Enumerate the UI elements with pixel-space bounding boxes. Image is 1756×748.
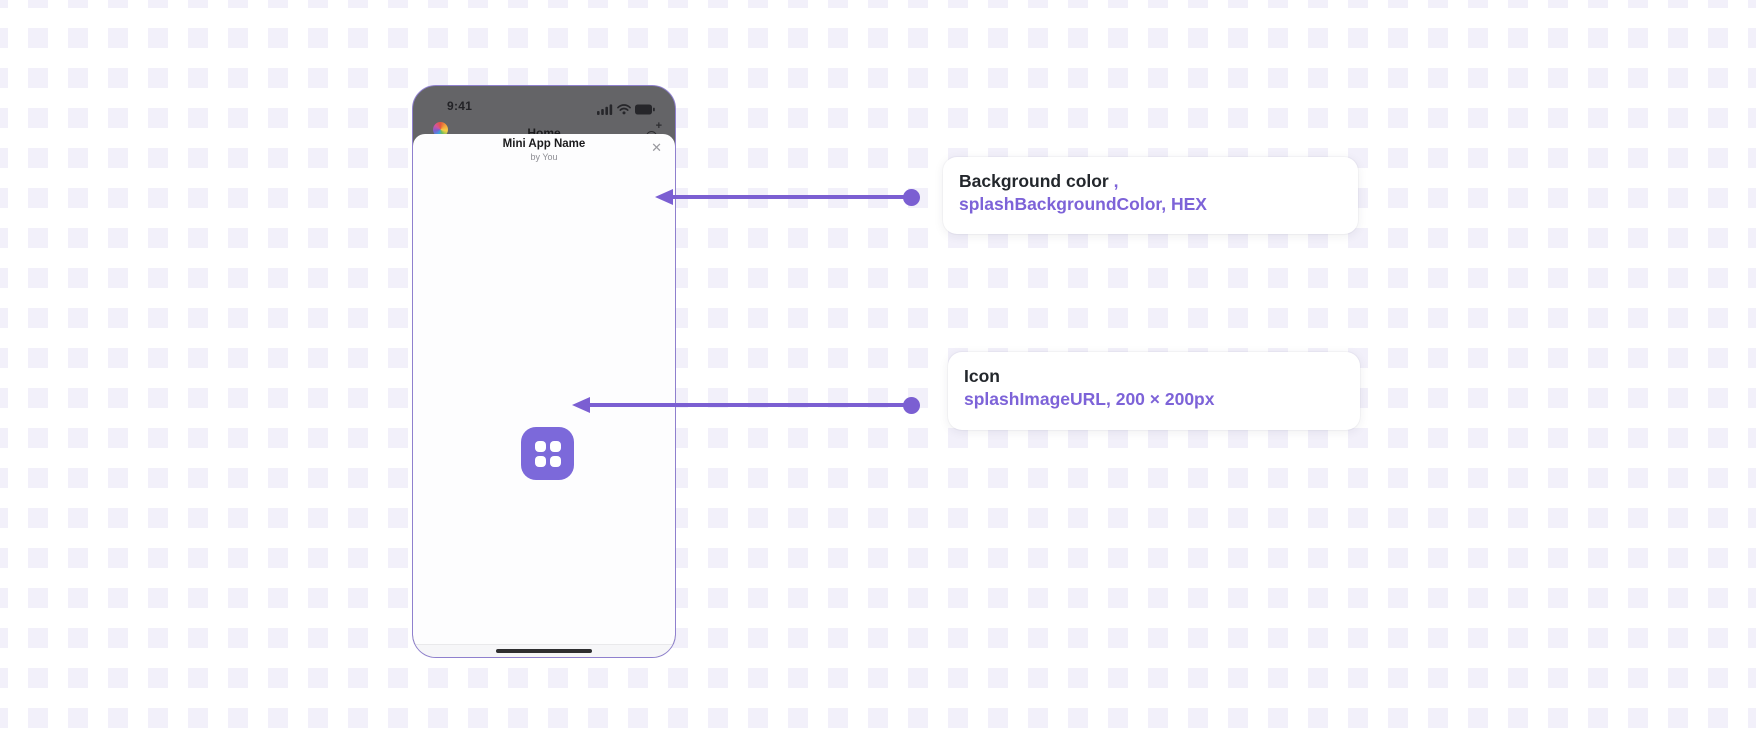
callout-background-color: Background color , splashBackgroundColor… bbox=[943, 157, 1358, 234]
signal-icon bbox=[597, 102, 613, 120]
arrow-line bbox=[585, 402, 911, 408]
arrow-head-icon bbox=[655, 188, 673, 205]
mini-app-byline: by You bbox=[530, 152, 558, 162]
callout-title: Icon bbox=[964, 366, 1000, 386]
callout-title: Background color bbox=[959, 171, 1109, 191]
phone-mockup: 9:41 Home bbox=[412, 85, 676, 658]
grid-square bbox=[534, 440, 546, 452]
callout-icon: Icon splashImageURL, 200 × 200px bbox=[948, 352, 1360, 430]
arrow-dot bbox=[902, 396, 920, 414]
grid-square bbox=[534, 455, 546, 467]
battery-icon bbox=[635, 102, 655, 120]
splash-app-icon bbox=[521, 427, 574, 480]
home-indicator[interactable] bbox=[496, 648, 592, 653]
rainbow-avatar bbox=[433, 122, 448, 137]
arrow-line bbox=[668, 194, 911, 200]
add-icon-plus: + bbox=[655, 120, 662, 132]
mini-app-modal: Mini App Name by You ✕ bbox=[413, 134, 675, 657]
mini-app-name: Mini App Name bbox=[502, 138, 586, 150]
callout-separator: , bbox=[1108, 171, 1119, 191]
grid-square bbox=[549, 440, 561, 452]
phone-footer bbox=[413, 644, 675, 657]
arrow-head-icon bbox=[572, 396, 590, 413]
callout-code: splashBackgroundColor, HEX bbox=[959, 194, 1207, 214]
statusbar-icons bbox=[597, 102, 655, 120]
callout-code: splashImageURL, 200 × 200px bbox=[964, 389, 1215, 409]
statusbar-time: 9:41 bbox=[447, 99, 473, 113]
grid-square bbox=[549, 455, 561, 467]
arrow-dot bbox=[902, 188, 920, 206]
app-grid-icon bbox=[534, 440, 561, 467]
close-icon[interactable]: ✕ bbox=[651, 140, 662, 155]
wifi-icon bbox=[617, 102, 631, 120]
